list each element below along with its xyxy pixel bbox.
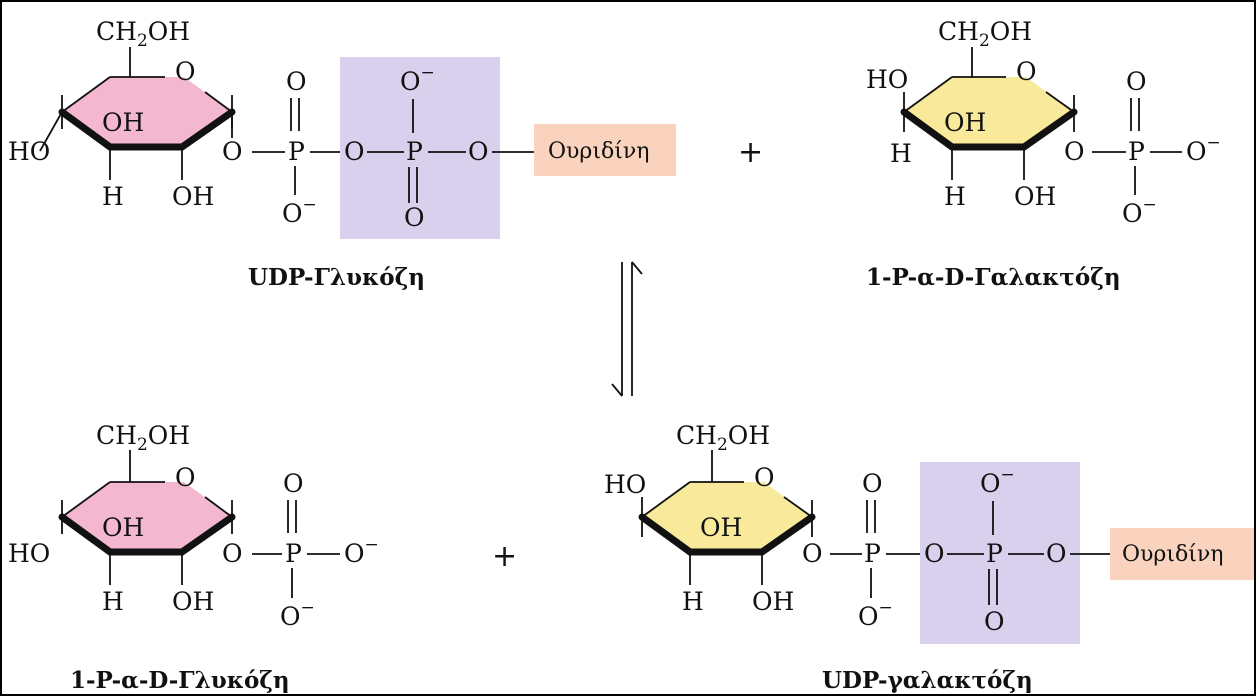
- p-label: P: [406, 137, 423, 166]
- uridine-label: Ουριδίνη: [548, 139, 649, 164]
- uridine-label: Ουριδίνη: [1122, 542, 1223, 567]
- svg-text:O−: O−: [858, 598, 893, 631]
- o-minus-label: O: [280, 602, 301, 631]
- glucose-1-phosphate-label: 1-P-α-D-Γλυκόζη: [70, 667, 290, 694]
- svg-text:CH2OH: CH2OH: [676, 421, 770, 455]
- plus-sign: +: [738, 135, 763, 170]
- galactose-ring: [904, 77, 1074, 147]
- p-label: P: [288, 137, 305, 166]
- p-label: P: [864, 539, 881, 568]
- o-label: O: [862, 469, 883, 498]
- svg-text:O−: O−: [344, 535, 379, 568]
- glucose-1-phosphate-molecule: CH2OH O OH HO H OH O P O O− O− 1-P-α-D-Γ…: [8, 421, 379, 694]
- oh-label: OH: [102, 513, 144, 542]
- o-label: O: [468, 137, 489, 166]
- equilibrium-arrows: [611, 261, 643, 397]
- o-label: O: [286, 67, 307, 96]
- svg-text:CH2OH: CH2OH: [938, 17, 1032, 51]
- o-label: O: [222, 539, 243, 568]
- udp-galactose-molecule: CH2OH O HO OH H OH O P O O− O P O− O O Ο…: [604, 421, 1254, 694]
- uridine-box: [534, 124, 676, 176]
- oh-label: OH: [172, 587, 214, 616]
- o-label: O: [344, 137, 365, 166]
- o-label: O: [1126, 67, 1147, 96]
- phosphate-box: [920, 462, 1080, 644]
- galactose-1-phosphate-molecule: CH2OH O HO OH H H OH O P O O− O− 1-P-α-D…: [866, 17, 1221, 291]
- ho-label: HO: [604, 470, 646, 499]
- uridine-box: [1110, 528, 1254, 580]
- ho-label: HO: [8, 137, 50, 166]
- galactose-1-phosphate-label: 1-P-α-D-Γαλακτόζη: [866, 264, 1121, 291]
- o-label: O: [222, 137, 243, 166]
- o-label: O: [1064, 137, 1085, 166]
- ho-label: HO: [866, 65, 908, 94]
- o-label: O: [404, 203, 425, 232]
- udp-glucose-molecule: CH2OH O OH HO H OH O P O O− O P O− O O Ο…: [8, 17, 676, 291]
- p-label: P: [1128, 137, 1145, 166]
- o-label: O: [1046, 539, 1067, 568]
- ring-oxygen: O: [175, 463, 196, 492]
- glucose-ring: [62, 482, 232, 552]
- o-label: O: [984, 607, 1005, 636]
- oh-label: OH: [700, 513, 742, 542]
- h-label: H: [682, 587, 704, 616]
- o-minus-label: O: [282, 199, 303, 228]
- ch2-label: CH: [676, 421, 717, 450]
- oh-label: OH: [752, 587, 794, 616]
- svg-text:CH2OH: CH2OH: [96, 17, 190, 51]
- p-label: P: [986, 539, 1003, 568]
- svg-text:O−: O−: [980, 465, 1015, 498]
- o-label: O: [924, 539, 945, 568]
- o-minus-label: O: [858, 602, 879, 631]
- oh-label: OH: [102, 108, 144, 137]
- o-minus-label: O: [980, 469, 1001, 498]
- udp-glucose-label: UDP-Γλυκόζη: [248, 264, 425, 291]
- o-label: O: [283, 469, 304, 498]
- oh-label: OH: [944, 108, 986, 137]
- o-minus-label: O: [1186, 137, 1207, 166]
- ch2-label: CH: [938, 17, 979, 46]
- ch2-label: CH: [96, 421, 137, 450]
- ring-oxygen: O: [1016, 57, 1037, 86]
- ch2-label: CH: [96, 17, 137, 46]
- o-minus-label: O: [400, 67, 421, 96]
- oh-label: OH: [172, 182, 214, 211]
- svg-text:O−: O−: [1122, 195, 1157, 228]
- svg-text:O−: O−: [400, 63, 435, 96]
- udp-galactose-label: UDP-γαλακτόζη: [822, 667, 1033, 694]
- ring-oxygen: O: [754, 463, 775, 492]
- svg-text:O−: O−: [1186, 133, 1221, 166]
- h-label: H: [890, 139, 912, 168]
- o-minus-label: O: [1122, 199, 1143, 228]
- plus-sign: +: [492, 539, 517, 574]
- svg-text:O−: O−: [280, 598, 315, 631]
- ring-oxygen: O: [175, 57, 196, 86]
- galactose-ring: [642, 482, 812, 552]
- glucose-ring: [62, 77, 232, 147]
- o-minus-label: O: [344, 539, 365, 568]
- svg-text:O−: O−: [282, 195, 317, 228]
- o-label: O: [802, 539, 823, 568]
- ho-label: HO: [8, 539, 50, 568]
- phosphate-box: [340, 57, 500, 239]
- h-label: H: [102, 587, 124, 616]
- h-label: H: [102, 182, 124, 211]
- h-label: H: [944, 182, 966, 211]
- oh-label: OH: [1014, 182, 1056, 211]
- p-label: P: [285, 539, 302, 568]
- svg-text:CH2OH: CH2OH: [96, 421, 190, 455]
